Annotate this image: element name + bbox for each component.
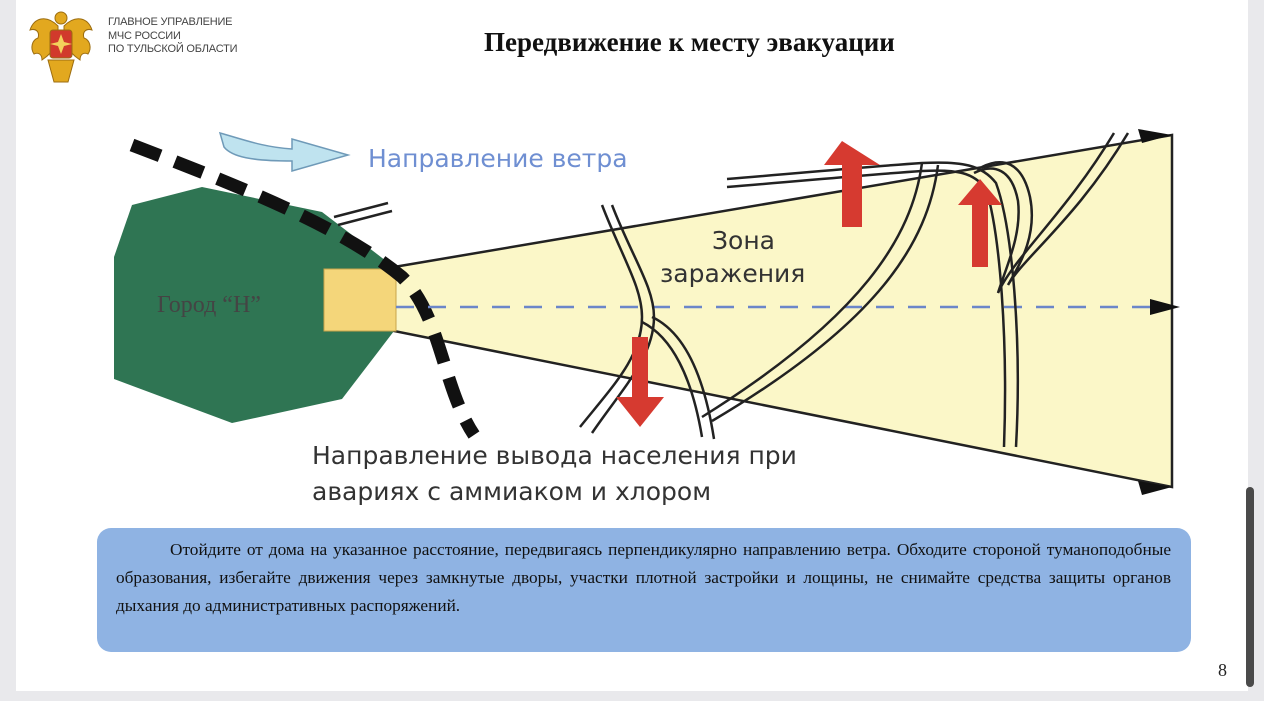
city-shape (114, 187, 394, 423)
instruction-box: Отойдите от дома на указанное расстояние… (97, 528, 1191, 652)
organization-name: ГЛАВНОЕ УПРАВЛЕНИЕ МЧС РОССИИ ПО ТУЛЬСКО… (108, 16, 237, 57)
evacuation-diagram: Город “Н” Направление ветра Зона заражен… (102, 117, 1194, 510)
arrow-up-1 (824, 141, 880, 227)
evacuation-label-line1: Направление вывода населения при (312, 441, 797, 470)
wind-direction-label: Направление ветра (368, 144, 628, 173)
arrow-up-2 (958, 179, 1002, 267)
scrollbar[interactable] (1246, 487, 1254, 687)
org-line-3: ПО ТУЛЬСКОЙ ОБЛАСТИ (108, 43, 238, 55)
zone-label-line1: Зона (712, 226, 775, 255)
instruction-text: Отойдите от дома на указанное расстояние… (116, 540, 1171, 615)
evacuation-label-line2: авариях с аммиаком и хлором (312, 477, 711, 506)
city-label: Город “Н” (157, 292, 261, 318)
arrow-down (616, 337, 664, 427)
danger-zone-boundary (129, 138, 480, 439)
slide-title: Передвижение к месту эвакуации (484, 27, 895, 57)
page-number: 8 (1218, 660, 1227, 680)
source-square (323, 268, 397, 332)
roads (579, 132, 1130, 448)
emchs-emblem-logo (29, 11, 93, 83)
org-line-1: ГЛАВНОЕ УПРАВЛЕНИЕ (108, 16, 233, 28)
zone-label-line2: заражения (660, 259, 805, 288)
wind-direction-arrow (218, 131, 351, 172)
evacuation-arrows (616, 141, 1002, 427)
org-line-2: МЧС РОССИИ (108, 29, 181, 42)
